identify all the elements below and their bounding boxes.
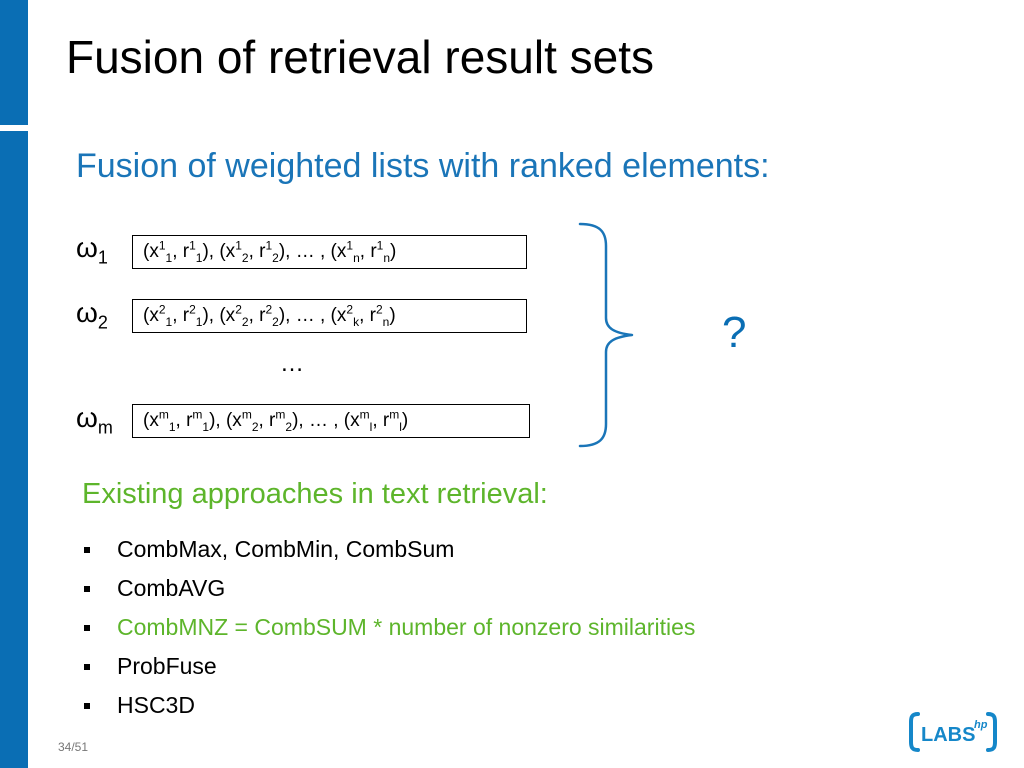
list-text-part: 2 [272, 250, 279, 265]
list-text-part: ) [401, 410, 409, 431]
list-text-part: 2 [285, 419, 293, 434]
list-text-part: , r [258, 410, 276, 431]
list-text-part: 2 [375, 302, 383, 317]
list-text-part: 2 [265, 302, 273, 317]
list-text-part: 1 [195, 250, 203, 265]
list-text-part: 1 [265, 238, 273, 253]
hp-labs-logo: LABS hp [909, 712, 997, 752]
slide-subtitle: Fusion of weighted lists with ranked ele… [76, 147, 770, 185]
square-bullet-icon [84, 624, 90, 631]
list-text-part: 1 [189, 238, 196, 253]
list-text-part: m [359, 407, 370, 422]
list-item: ProbFuse [84, 647, 695, 686]
list-text-part: l [369, 419, 373, 434]
list-text-part: ), (x [202, 241, 236, 262]
list-text-part: 2 [241, 314, 249, 329]
list-text-part: 2 [189, 302, 196, 317]
list-text-part: m [275, 407, 286, 422]
list-text-part: , r [172, 241, 190, 262]
list-text-part: ), (x [209, 410, 242, 431]
list-text-part: , r [248, 241, 266, 262]
list-text-part: n [353, 250, 360, 265]
list-text-part: (x [143, 410, 159, 431]
list-text-part: m [241, 407, 252, 422]
side-accent-bar-bottom [0, 131, 28, 768]
list-text-part: (x [143, 305, 159, 326]
list-text-part: 1 [168, 419, 176, 434]
list-text-part: 2 [235, 302, 242, 317]
list-text-part: 1 [165, 314, 173, 329]
list-text-part: , r [248, 305, 266, 326]
list-item: CombMax, CombMin, CombSum [84, 530, 695, 569]
list-text-part: (x [143, 241, 159, 262]
slide-title: Fusion of retrieval result sets [66, 31, 655, 83]
list-text-part: 2 [272, 314, 279, 329]
list-text-part: k [353, 314, 360, 329]
logo-superscript: hp [974, 719, 988, 731]
list-item: CombAVG [84, 569, 695, 608]
approaches-heading: Existing approaches in text retrieval: [82, 478, 548, 510]
right-curly-brace-icon [578, 222, 634, 448]
list-text-part: l [399, 419, 402, 434]
list-text-part: , r [372, 410, 390, 431]
list-text-part: ) [390, 241, 397, 262]
ranked-list-m: (xm1, rm1), (xm2, rm2), … , (xml, rml) [132, 404, 530, 438]
list-text-part: m [389, 407, 400, 422]
square-bullet-icon [84, 702, 90, 709]
logo-text: LABS [921, 724, 975, 746]
list-text-part: 2 [158, 302, 166, 317]
side-accent-bar-top [0, 0, 28, 125]
list-text-part: 1 [158, 238, 166, 253]
list-text-part: 1 [195, 314, 203, 329]
list-text-part: , r [172, 305, 190, 326]
weight-label-m: ωm [76, 402, 113, 438]
ranked-list-2: (x21, r21), (x22, r22), … , (x2k, r2n) [132, 299, 527, 333]
square-bullet-icon [84, 585, 90, 592]
list-text-part: n [382, 314, 390, 329]
list-text-part: , r [175, 410, 193, 431]
list-text-part: ), (x [202, 305, 236, 326]
approaches-list: CombMax, CombMin, CombSum CombAVG CombMN… [84, 530, 695, 725]
list-ellipsis: … [280, 350, 304, 377]
list-text-part: 2 [241, 250, 249, 265]
list-text-part: 1 [346, 238, 354, 253]
list-text-part: 1 [165, 250, 173, 265]
list-text-part: , r [359, 305, 376, 326]
list-text-part: ), … , (x [292, 410, 360, 431]
list-text-part: m [192, 407, 203, 422]
weight-label-2: ω2 [76, 297, 108, 333]
list-text-part: ) [389, 305, 396, 326]
list-text-part: 1 [376, 238, 384, 253]
ranked-list-1: (x11, r11), (x12, r12), … , (x1n, r1n) [132, 235, 527, 269]
square-bullet-icon [84, 546, 90, 553]
list-text-part: 2 [251, 419, 259, 434]
list-text-part: ), … , (x [278, 305, 347, 326]
list-text-part: m [158, 407, 169, 422]
list-text-part: 2 [346, 302, 354, 317]
list-item: HSC3D [84, 686, 695, 725]
list-text-part: ), … , (x [278, 241, 347, 262]
list-text-part: n [383, 250, 391, 265]
page-number: 34/51 [58, 740, 89, 754]
square-bullet-icon [84, 663, 90, 670]
weight-label-1: ω1 [76, 232, 108, 268]
list-text-part: 1 [202, 419, 210, 434]
question-mark: ? [722, 308, 747, 357]
list-text-part: , r [359, 241, 377, 262]
list-item: CombMNZ = CombSUM * number of nonzero si… [84, 608, 695, 647]
list-text-part: 1 [235, 238, 242, 253]
